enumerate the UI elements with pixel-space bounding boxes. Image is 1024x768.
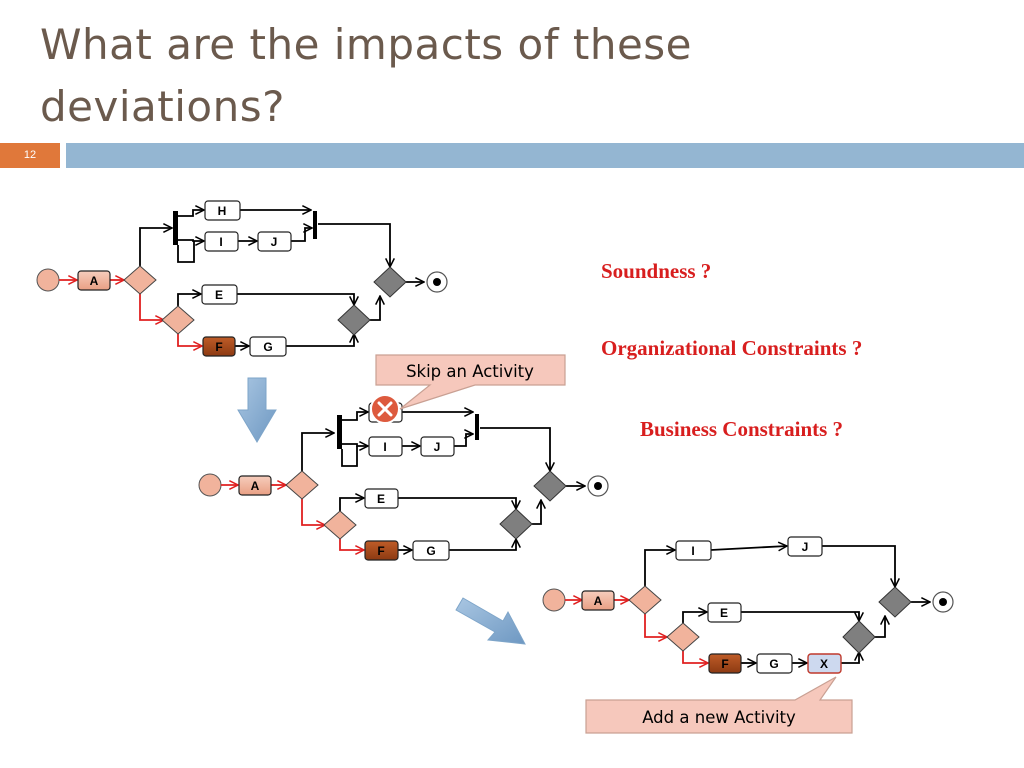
activity-label: F <box>215 340 222 354</box>
activity-label: E <box>215 288 223 302</box>
start-event-icon <box>542 588 566 612</box>
activity-label: E <box>720 606 728 620</box>
cancel-x-icon <box>370 394 400 424</box>
activity-box <box>249 336 287 357</box>
activity-box <box>787 536 823 557</box>
activity-label: A <box>594 594 603 608</box>
activity-label: E <box>377 492 385 506</box>
activity-box <box>238 475 272 496</box>
question-soundness: Soundness ? <box>601 259 712 283</box>
gateway <box>628 585 662 615</box>
activity-label: G <box>263 340 272 354</box>
callout-skip-text: Skip an Activity <box>406 362 534 381</box>
question-business-constraints: Business Constraints ? <box>640 417 844 441</box>
activity-label: X <box>820 657 828 671</box>
activity-label: J <box>802 540 809 554</box>
activity-box <box>204 200 241 221</box>
gateway <box>533 470 567 502</box>
activity-label: I <box>691 544 694 558</box>
slide-title-line-1: What are the impacts of these <box>40 20 693 69</box>
activity-box <box>581 590 615 611</box>
callout-skip: Skip an Activity <box>375 354 566 410</box>
activity-label: F <box>377 544 384 558</box>
gateway <box>337 304 371 336</box>
activity-label: H <box>218 204 227 218</box>
activity-box <box>675 540 712 561</box>
diagram-added-activities: A I J E F G X <box>581 536 842 674</box>
activity-label: I <box>219 235 222 249</box>
diagram-added <box>542 546 954 663</box>
gateway <box>499 508 533 540</box>
gateway <box>323 510 357 540</box>
gateway <box>123 265 157 295</box>
activity-label: J <box>434 440 441 454</box>
diagram-original-activities: A H I J E F G <box>77 200 292 357</box>
callout-add: Add a new Activity <box>585 676 853 734</box>
activity-box <box>202 336 236 357</box>
new-activity-box <box>807 653 842 674</box>
activity-box <box>412 540 450 561</box>
header-bar <box>66 143 1024 168</box>
activity-label: A <box>90 274 99 288</box>
activity-label: G <box>769 657 778 671</box>
activity-box <box>707 602 742 623</box>
activity-box <box>364 488 399 509</box>
activity-box <box>201 284 238 305</box>
diagram-skipped <box>198 412 609 550</box>
activity-box <box>77 270 111 291</box>
activity-box <box>364 540 399 561</box>
slide-number: 12 <box>0 143 60 168</box>
gateway <box>842 620 876 654</box>
down-arrow-icon <box>237 377 277 443</box>
activity-label: A <box>251 479 260 493</box>
activity-label: I <box>383 440 386 454</box>
start-event-icon <box>198 473 222 497</box>
diagram-skipped-activities: A I J E F G <box>238 394 455 561</box>
gateway <box>666 622 700 652</box>
activity-box <box>257 231 292 252</box>
start-event-icon <box>36 268 60 292</box>
gateway <box>878 586 912 618</box>
gateway <box>285 470 319 500</box>
slide-title-line-2: deviations? <box>40 82 285 131</box>
activity-label: G <box>426 544 435 558</box>
activity-label: F <box>721 657 728 671</box>
activity-box <box>420 436 455 457</box>
callout-add-text: Add a new Activity <box>642 708 796 727</box>
activity-label: J <box>271 235 278 249</box>
gateway <box>161 305 195 335</box>
activity-box <box>204 231 239 252</box>
question-organizational-constraints: Organizational Constraints ? <box>601 336 863 360</box>
diagonal-arrow-icon <box>455 597 526 645</box>
gateway <box>373 266 407 298</box>
activity-box <box>368 436 403 457</box>
activity-box <box>708 653 742 674</box>
activity-box <box>756 653 793 674</box>
diagram-original <box>36 210 448 346</box>
slide-title: What are the impacts of these deviations… <box>40 14 940 138</box>
